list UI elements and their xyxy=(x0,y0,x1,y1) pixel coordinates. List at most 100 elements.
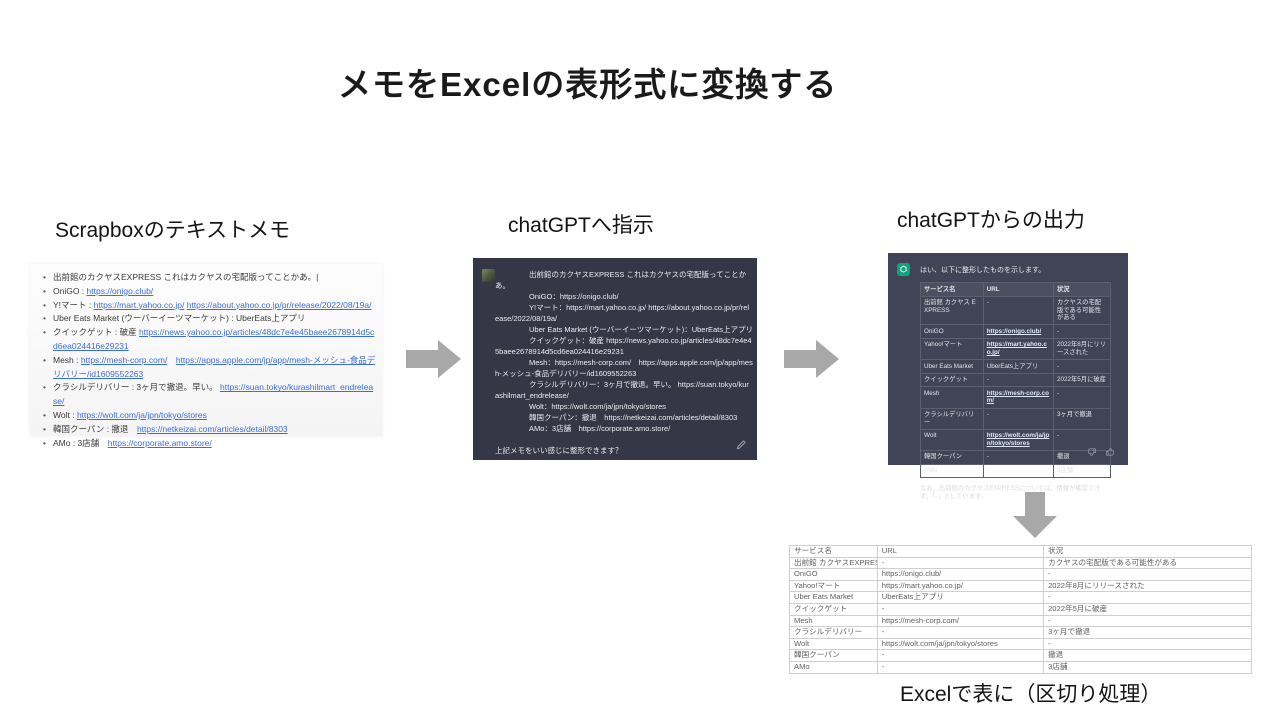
prompt-line: 韓国クーパン：撤退 https://netkeizai.com/articles… xyxy=(529,413,738,422)
memo-line: Mesh : https://mesh-corp.com/ https://ap… xyxy=(40,354,376,382)
label-chatgpt-output: chatGPTからの出力 xyxy=(897,209,1085,232)
column-header: サービス名 xyxy=(789,545,878,558)
table-row: クラシルデリバリー-3ヶ月で撤退 xyxy=(789,626,1252,639)
link[interactable]: https://mesh-corp.com/ xyxy=(982,386,1054,409)
cell-service: 出前館 カクヤスEXPRESS xyxy=(789,556,878,570)
cell-service: Uber Eats Market xyxy=(789,591,878,604)
cell-service: クラシルデリバリー xyxy=(920,407,984,430)
caption-excel: Excelで表に（区切り処理） xyxy=(900,683,1162,706)
link[interactable]: https://onigo.club/ xyxy=(86,285,154,296)
link[interactable]: https://wolt.com/ja/jpn/tokyo/stores xyxy=(76,409,207,420)
cell-status: 3ヶ月で撤退 xyxy=(1043,626,1252,639)
link[interactable]: https://onigo.club/ xyxy=(876,568,1045,581)
cell-url: - xyxy=(982,449,1054,465)
link[interactable]: https://mart.yahoo.co.jp/ xyxy=(876,579,1045,593)
thumbs-up-icon[interactable] xyxy=(1105,447,1115,457)
cell-status: 撤退 xyxy=(1043,649,1252,662)
cell-status: - xyxy=(1052,324,1112,339)
cell-service: クラシルデリバリー xyxy=(789,626,878,639)
link[interactable]: https://mart.yahoo.co.jp/ xyxy=(982,337,1054,361)
arrow-right-icon xyxy=(406,340,461,378)
link[interactable]: https://corporate.amo.store/ xyxy=(107,437,212,448)
cell-status: - xyxy=(1043,637,1252,651)
cell-service: 出前館 カクヤス EXPRESS xyxy=(920,295,984,326)
cell-status: - xyxy=(1043,614,1252,628)
column-header: サービス名 xyxy=(920,282,984,297)
cell-url: - xyxy=(876,556,1045,570)
link[interactable]: https://news.yahoo.co.jp/articles/48dc7e… xyxy=(53,327,375,351)
user-avatar xyxy=(482,269,495,282)
cell-service: AMo xyxy=(789,660,878,674)
table-row: クラシルデリバリー-3ヶ月で撤退 xyxy=(920,407,1112,430)
cell-service: Uber Eats Market xyxy=(920,359,984,374)
cell-service: OniGO xyxy=(920,324,984,339)
cell-status: - xyxy=(1043,568,1252,581)
cell-status: 2022年8月にリリースされた xyxy=(1052,337,1112,361)
memo-text-segment: AMo : 3店舗 xyxy=(53,437,108,448)
link[interactable]: https://onigo.club/ xyxy=(982,324,1054,339)
prompt-line: Uber Eats Market (ウーバーイーツマーケット)：UberEats… xyxy=(529,325,753,334)
memo-text-segment: Wolt : xyxy=(53,409,77,420)
memo-text-segment: クラシルデリバリー : 3ヶ月で撤退。早い。 xyxy=(53,382,221,393)
cell-url: - xyxy=(982,407,1054,430)
cell-status: - xyxy=(1043,591,1252,604)
thumbs-down-icon[interactable] xyxy=(1087,447,1097,457)
cell-url: UberEats上アプリ xyxy=(876,591,1045,604)
edit-icon[interactable] xyxy=(735,439,747,451)
prompt-line: クイックゲット：破産 https://news.yahoo.co.jp/arti… xyxy=(495,336,752,356)
cell-status: 2022年5月に破産 xyxy=(1043,602,1252,616)
cell-url: - xyxy=(876,626,1045,639)
link[interactable]: https://mart.yahoo.co.jp/ xyxy=(93,299,185,310)
cell-status: カクヤスの宅配版である可能性がある xyxy=(1043,556,1252,570)
cell-url: - xyxy=(876,649,1045,662)
table-row: 出前館 カクヤスEXPRESS-カクヤスの宅配版である可能性がある xyxy=(789,556,1252,570)
label-scrapbox-memo: Scrapboxのテキストメモ xyxy=(55,219,291,242)
memo-line: Uber Eats Market (ウーバーイーツマーケット) : UberEa… xyxy=(40,312,376,326)
column-header: 状況 xyxy=(1052,282,1112,297)
table-row: AMo-3店舗 xyxy=(789,660,1252,674)
column-header: URL xyxy=(982,282,1054,297)
link[interactable]: https://suan.tokyo/kurashilmart_endrelea… xyxy=(53,382,374,407)
cell-service: クイックゲット xyxy=(789,602,878,616)
cell-status: - xyxy=(1052,359,1112,374)
link[interactable]: https://wolt.com/ja/jpn/tokyo/stores xyxy=(982,428,1054,451)
cell-service: Yahoo!マート xyxy=(789,579,878,593)
prompt-line: 出前館のカクヤスEXPRESS これはカクヤスの宅配版ってことかあ。 xyxy=(495,270,747,290)
link[interactable]: https://mesh-corp.com/ xyxy=(80,354,168,365)
link[interactable]: https://mesh-corp.com/ xyxy=(876,614,1045,628)
prompt-line: Wolt：https://wolt.com/ja/jpn/tokyo/store… xyxy=(529,402,666,411)
cell-status: 3店舗 xyxy=(1052,463,1112,479)
cell-service: クイックゲット xyxy=(920,372,984,388)
page-title: メモをExcelの表形式に変換する xyxy=(338,66,838,103)
memo-line: Wolt : https://wolt.com/ja/jpn/tokyo/sto… xyxy=(40,409,376,423)
memo-text-segment: 韓国クーパン : 撤退 xyxy=(53,423,137,434)
cell-status: 2022年8月にリリースされた xyxy=(1043,579,1252,593)
cell-status: - xyxy=(1052,428,1112,451)
link[interactable]: https://about.yahoo.co.jp/pr/release/202… xyxy=(186,299,372,310)
link[interactable]: https://wolt.com/ja/jpn/tokyo/stores xyxy=(876,637,1045,651)
chatgpt-prompt-panel: 出前館のカクヤスEXPRESS これはカクヤスの宅配版ってことかあ。OniGO：… xyxy=(473,258,757,460)
table-row: 出前館 カクヤス EXPRESS-カクヤスの宅配版である可能性がある xyxy=(920,295,1112,326)
memo-line: クラシルデリバリー : 3ヶ月で撤退。早い。 https://suan.toky… xyxy=(40,381,376,409)
cell-status: 2022年5月に破産 xyxy=(1052,372,1112,388)
prompt-line: Mesh：https://mesh-corp.com/ https://apps… xyxy=(495,358,753,378)
link[interactable]: https://apps.apple.com/jp/app/mesh-メッシュ-… xyxy=(53,354,376,379)
memo-text-segment: OniGO : xyxy=(53,285,87,296)
cell-service: 韓国クーパン xyxy=(789,649,878,662)
arrow-right-icon xyxy=(784,340,839,378)
cell-service: Wolt xyxy=(789,637,878,651)
column-header: URL xyxy=(876,545,1045,558)
link[interactable]: https://netkeizai.com/articles/detail/83… xyxy=(136,423,288,434)
table-row: AMo-3店舗 xyxy=(920,463,1112,479)
table-row: クイックゲット-2022年5月に破産 xyxy=(789,602,1252,616)
label-chatgpt-prompt: chatGPTへ指示 xyxy=(508,214,654,237)
prompt-line: Y!マート：https://mart.yahoo.co.jp/ https://… xyxy=(495,303,750,323)
memo-text-segment xyxy=(167,355,176,365)
memo-line: 出前館のカクヤスEXPRESS これはカクヤスの宅配版ってことかあ。| xyxy=(40,271,376,285)
memo-line: クイックゲット : 破産 https://news.yahoo.co.jp/ar… xyxy=(40,326,376,354)
